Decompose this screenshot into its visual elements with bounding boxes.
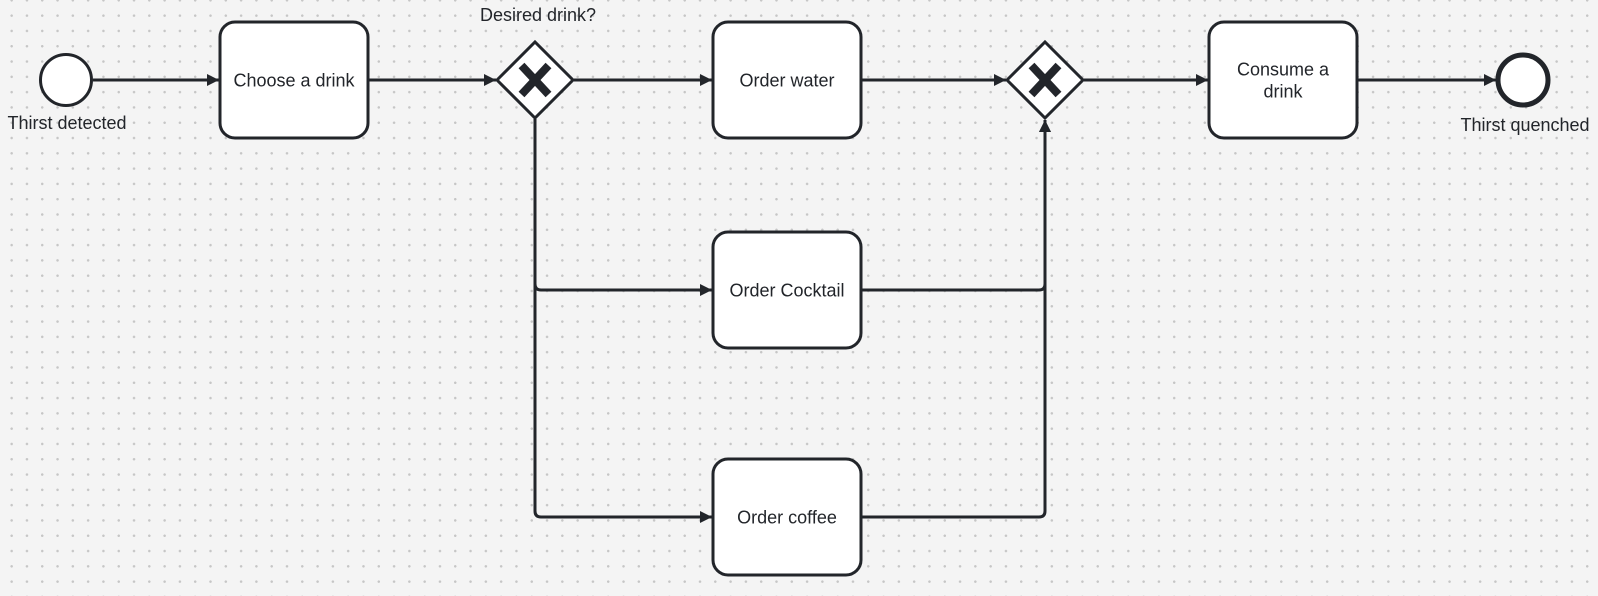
task-label: Choose a drink — [233, 71, 355, 91]
start-event-circle[interactable] — [39, 53, 93, 107]
flow-gateway-to-cocktail[interactable] — [533, 119, 712, 296]
task-shape[interactable] — [711, 457, 863, 577]
task-shape[interactable] — [711, 230, 863, 350]
task-shape[interactable] — [218, 20, 370, 140]
gateway-desired-drink-label[interactable]: Desired drink? — [480, 5, 596, 25]
flow-gateway-to-coffee[interactable] — [533, 119, 712, 523]
task-shape[interactable] — [711, 20, 863, 140]
end-event[interactable]: Thirst quenched — [1460, 52, 1590, 135]
task-label: Order coffee — [737, 508, 837, 528]
task-label: Order water — [739, 71, 834, 91]
task-order-coffee[interactable]: Order coffee — [711, 457, 863, 577]
start-event[interactable]: Thirst detected — [7, 53, 127, 134]
gateway-desired-drink[interactable]: Desired drink? — [480, 5, 596, 121]
gateway-merge[interactable] — [1004, 39, 1086, 121]
start-event-label[interactable]: Thirst detected — [7, 113, 126, 133]
x-gateway-marker-icon — [1028, 62, 1062, 98]
flow-coffee-to-merge[interactable] — [862, 120, 1051, 519]
task-label: Order Cocktail — [729, 281, 844, 301]
task-order-water[interactable]: Order water — [711, 20, 863, 140]
task-choose-a-drink[interactable]: Choose a drink — [218, 20, 370, 140]
end-event-label[interactable]: Thirst quenched — [1460, 115, 1589, 135]
flow-cocktail-to-merge[interactable] — [862, 120, 1051, 292]
task-shape[interactable] — [1207, 20, 1359, 140]
end-event-circle[interactable] — [1495, 52, 1551, 108]
x-gateway-marker-icon — [518, 62, 552, 98]
task-order-cocktail[interactable]: Order Cocktail — [711, 230, 863, 350]
